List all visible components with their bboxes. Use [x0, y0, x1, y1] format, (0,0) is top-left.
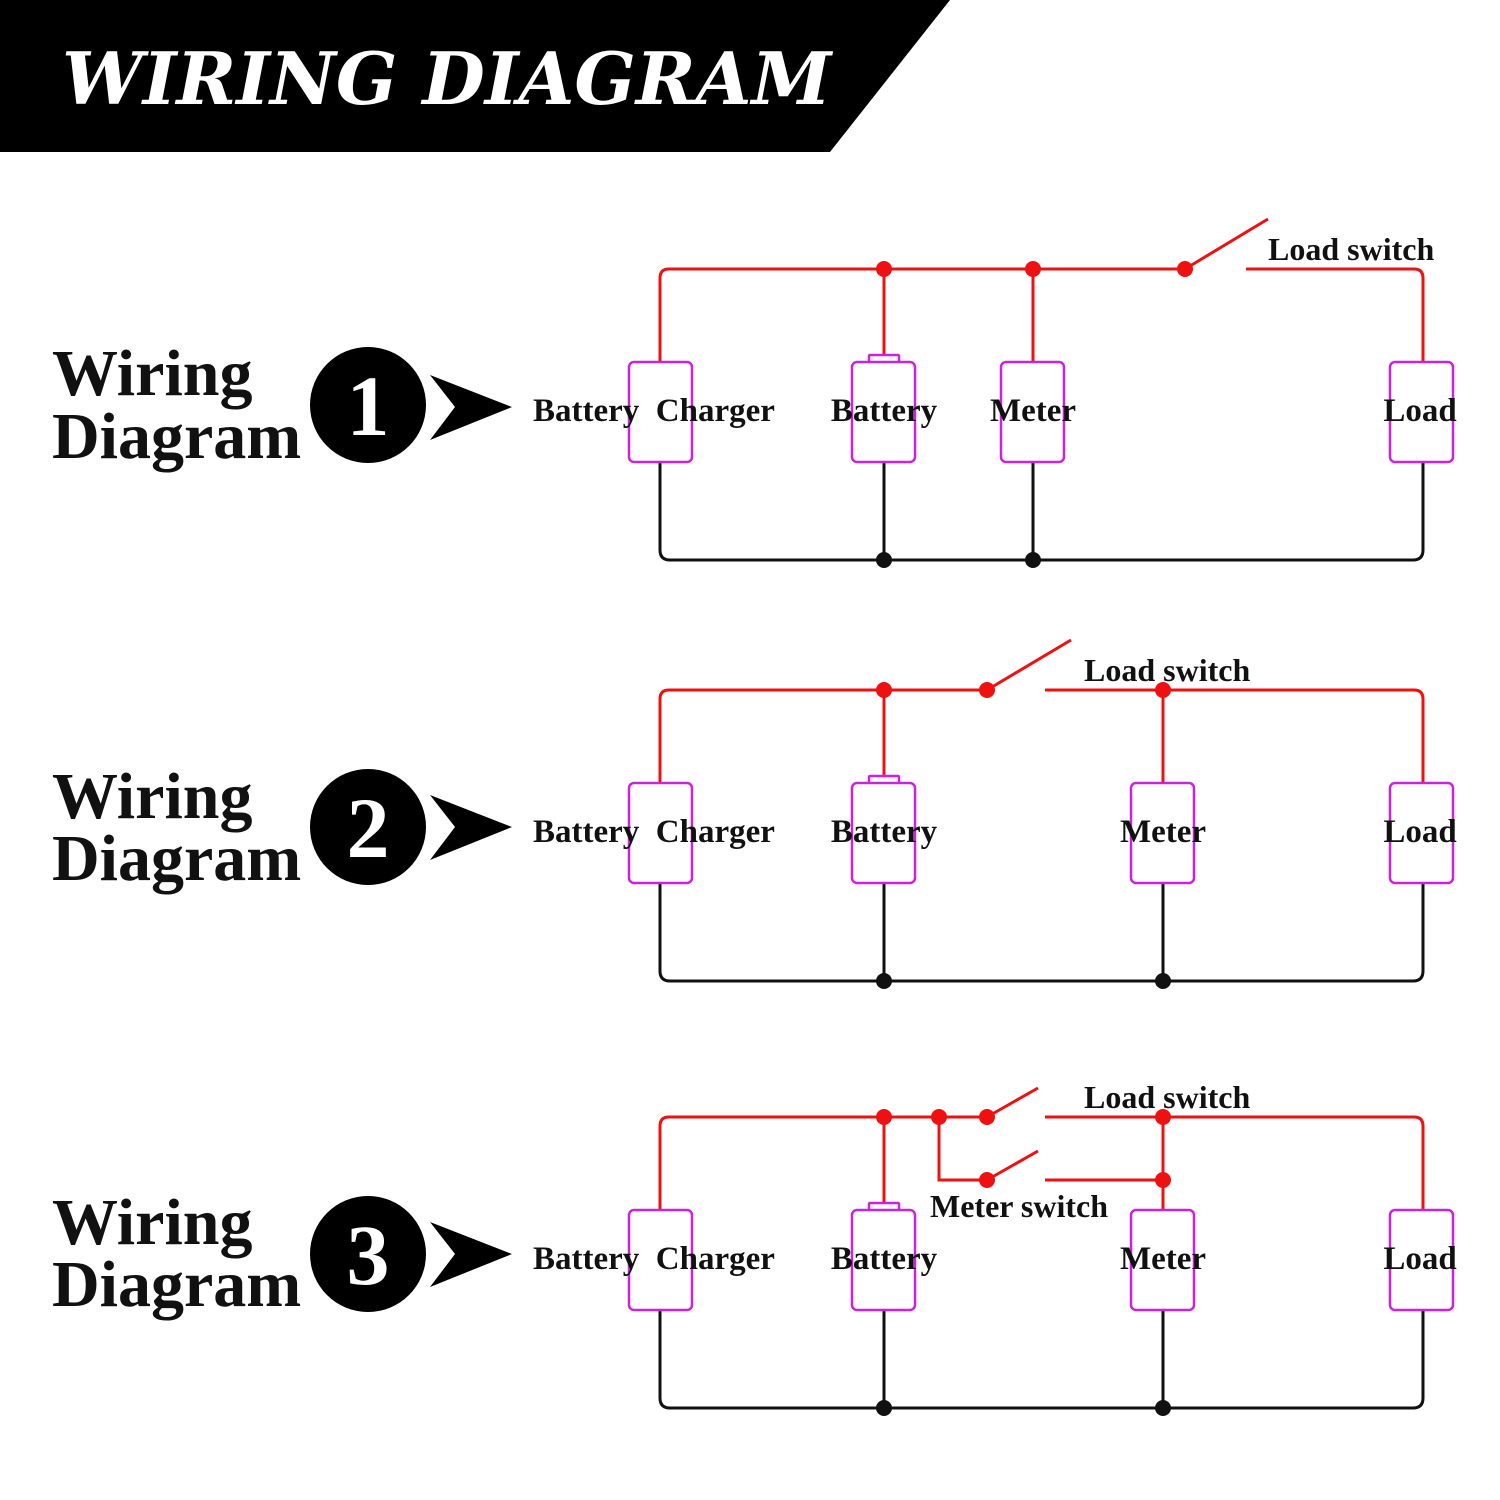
diagram-3-load-switch-label: Load switch — [1084, 1079, 1250, 1115]
page-title: WIRING DIAGRAM — [62, 36, 834, 121]
arrow-icon — [430, 795, 512, 860]
meter-box — [1129, 1208, 1196, 1312]
diagram-2-charger-label: Battery Charger — [533, 814, 775, 850]
diagram-3-number: 3 — [347, 1207, 390, 1303]
load-box — [1388, 360, 1455, 464]
diagram-2-meter-label: Meter — [1120, 814, 1206, 850]
meter-box — [1129, 781, 1196, 885]
diagram-2: Wiring Diagram 2 Load switch Battery Cha… — [52, 638, 1457, 989]
diagram-3-label-line1: Wiring — [52, 1186, 252, 1259]
diagram-3-battery-label: Battery — [831, 1241, 938, 1277]
diagram-1-number: 1 — [347, 358, 390, 454]
diagram-2-number: 2 — [347, 780, 390, 876]
diagram-3-load-label: Load — [1383, 1241, 1456, 1277]
diagram-1-meter-label: Meter — [990, 393, 1076, 429]
diagram-2-battery-label: Battery — [831, 814, 938, 850]
diagram-3-charger-label: Battery Charger — [533, 1241, 775, 1277]
diagram-1: Wiring Diagram 1 Load switch Battery Cha… — [52, 217, 1457, 568]
diagram-3-number-badge — [310, 1196, 426, 1312]
charger-box — [627, 781, 694, 885]
load-switch-pivot — [979, 1109, 995, 1125]
diagram-1-battery-label: Battery — [831, 393, 938, 429]
diagram-2-number-badge — [310, 769, 426, 885]
arrow-icon — [430, 375, 512, 440]
battery-box — [850, 1208, 917, 1312]
diagram-3-meter-label: Meter — [1120, 1241, 1206, 1277]
load-switch-pivot — [1177, 261, 1193, 277]
header-banner: WIRING DIAGRAM — [0, 0, 950, 152]
diagram-3-meter-switch-label: Meter switch — [930, 1188, 1108, 1224]
diagram-1-number-badge — [310, 347, 426, 463]
meter-switch-pivot — [979, 1172, 995, 1188]
diagram-2-load-switch-label: Load switch — [1084, 652, 1250, 688]
load-box — [1388, 781, 1455, 885]
diagram-2-label-line1: Wiring — [52, 760, 252, 833]
diagram-3: Wiring Diagram 3 Load switch Meter switc… — [52, 1079, 1457, 1416]
charger-box — [627, 1208, 694, 1312]
diagram-1-label-line2: Diagram — [52, 400, 301, 473]
load-switch-pivot — [979, 682, 995, 698]
battery-box — [850, 781, 917, 885]
load-box — [1388, 1208, 1455, 1312]
meter-box — [999, 360, 1066, 464]
diagram-3-label-line2: Diagram — [52, 1248, 301, 1321]
battery-box — [850, 360, 917, 464]
diagram-1-load-switch-label: Load switch — [1268, 231, 1434, 267]
diagram-1-label-line1: Wiring — [52, 337, 252, 410]
charger-box — [627, 360, 694, 464]
diagram-2-load-label: Load — [1383, 814, 1456, 850]
diagram-1-load-label: Load — [1383, 393, 1456, 429]
arrow-icon — [430, 1222, 512, 1287]
diagram-1-charger-label: Battery Charger — [533, 393, 775, 429]
diagram-2-label-line2: Diagram — [52, 822, 301, 895]
